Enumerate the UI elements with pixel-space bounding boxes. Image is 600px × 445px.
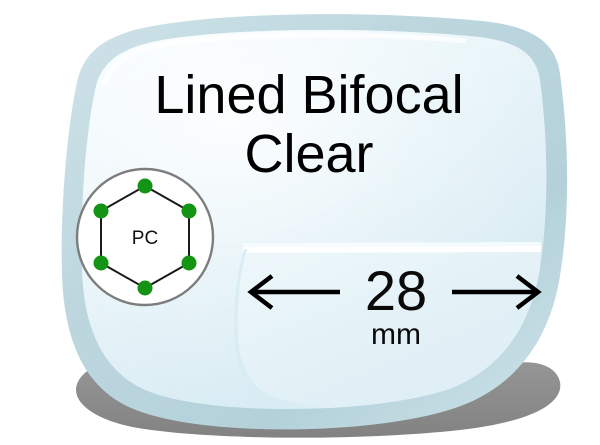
arrow-right-icon [452, 274, 542, 310]
material-badge-label: PC [132, 228, 158, 249]
segment-dimension: 28 mm [247, 259, 542, 351]
material-badge[interactable]: PC [75, 167, 215, 307]
product-title: Lined Bifocal Clear [154, 65, 463, 184]
hexagon-node-icon [93, 203, 109, 219]
material-badge-circle [75, 167, 215, 307]
segment-width-unit: mm [371, 318, 421, 351]
segment-left-edge [234, 248, 269, 398]
product-title-line2: Clear [244, 124, 373, 184]
lens-top-bevel [101, 32, 467, 85]
hexagon-node-icon [137, 178, 153, 194]
segment-top-highlight [242, 246, 542, 253]
arrow-left-icon [247, 274, 340, 310]
hexagon-node-icon [181, 203, 197, 219]
product-title-line1: Lined Bifocal [154, 65, 463, 125]
hexagon-node-icon [137, 280, 153, 296]
hexagon-node-icon [93, 255, 109, 271]
segment-width-value: 28 [365, 259, 427, 322]
hexagon-node-icon [181, 255, 197, 271]
